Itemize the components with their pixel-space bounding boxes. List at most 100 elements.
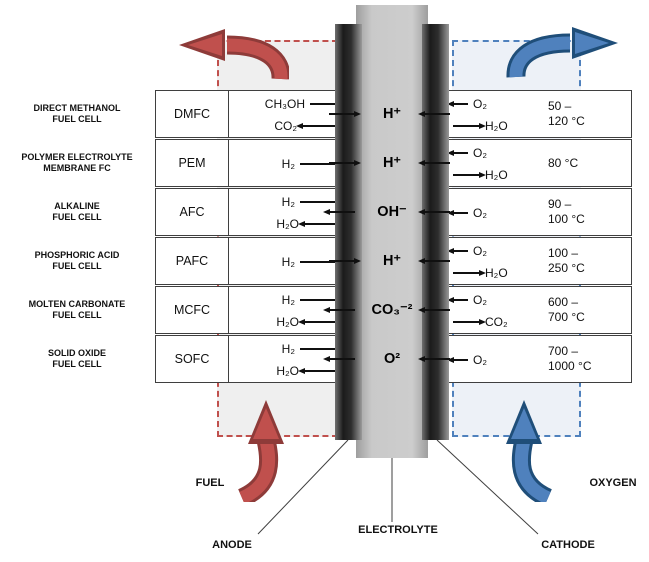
oxygen-inlet-arrow-icon [506,400,553,502]
cell-name-pem: POLYMER ELECTROLYTE MEMBRANE FC [2,139,152,187]
chemical-entry: O₂ [453,292,487,308]
chemical-entry: H₂O [453,167,508,183]
cell-name-line: FUEL CELL [52,114,102,124]
ion-arrow-icon [424,260,450,262]
fuel-inlet-arrow-icon [237,400,284,502]
arrow-into-cathode-icon [453,250,468,252]
chemical-formula: H₂O [276,315,299,329]
oxygen-side-chemicals: O₂ [453,189,563,235]
ion-arrow-icon [424,309,450,311]
chemical-entry: H₂ [282,341,336,357]
arrow-out-of-cathode-icon [453,272,480,274]
arrow-out-of-cathode-icon [453,125,480,127]
chemical-entry: H₂O [276,314,336,330]
cell-name-line: MOLTEN CARBONATE [28,298,126,309]
divider-line [228,336,229,382]
cell-name-dmfc: DIRECT METHANOL FUEL CELL [2,90,152,138]
arrow-into-cathode-icon [453,212,468,214]
cell-name-sofc: SOLID OXIDE FUEL CELL [2,335,152,383]
arrow-into-cathode-icon [453,299,468,301]
temp-line: 50 – [548,99,572,113]
chemical-formula: O₂ [473,244,487,258]
chemical-formula: H₂O [485,266,508,280]
divider-line [228,91,229,137]
cathode-label: CATHODE [541,539,595,551]
arrow-out-of-cathode-icon [453,321,480,323]
arrow-out-of-anode-icon [304,370,336,372]
cell-name-afc: ALKALINE FUEL CELL [2,188,152,236]
temp-line: 100 °C [548,212,585,226]
oxygen-side-chemicals: O₂ CO₂ [453,287,563,333]
chemical-formula: H₂ [281,293,295,307]
arrow-into-anode-icon [310,103,336,105]
cell-name-line: POLYMER ELECTROLYTE [21,151,133,162]
chemical-entry: CO₂ [274,118,336,134]
arrow-into-anode-icon [300,348,336,350]
chemical-entry: H₂O [453,265,508,281]
temp-line: 600 – [548,295,579,309]
divider-line [228,140,229,186]
chemical-formula: O₂ [473,146,487,160]
chemical-entry: O₂ [453,352,487,368]
chemical-entry: H₂ [282,156,336,172]
chemical-formula: H₂O [276,217,299,231]
divider-line [228,238,229,284]
temperature-range: 90 – 100 °C [548,189,630,235]
arrow-into-anode-icon [300,163,336,165]
chemical-entry: H₂ [282,254,336,270]
chemical-entry: O₂ [453,205,487,221]
ion-symbol: H⁺ [382,253,402,269]
cell-name-line: PHOSPHORIC ACID [34,249,120,260]
temperature-range: 50 – 120 °C [548,91,630,137]
abbr-label: AFC [179,205,205,219]
fuel-side-chemicals: H₂ [232,238,336,284]
chemical-formula: O₂ [473,97,487,111]
ion-arrow-icon [329,358,355,360]
chemical-entry: H₂O [276,216,336,232]
temp-line: 90 – [548,197,572,211]
temp-line: 1000 °C [548,359,592,373]
oxygen-exhaust-arrow-icon [506,27,618,78]
ion-arrow-icon [424,113,450,115]
temp-line: 700 °C [548,310,585,324]
chemical-formula: H₂ [281,157,295,171]
cell-name-line: FUEL CELL [52,359,102,369]
temp-line: 250 °C [548,261,585,275]
oxygen-side-chemicals: O₂ [453,336,563,382]
anode-bar [335,24,362,440]
ion-arrow-icon [329,260,355,262]
abbr-label: PEM [178,156,206,170]
divider-line [228,287,229,333]
oxygen-side-chemicals: O₂ H₂O [453,140,563,186]
abbr-label: SOFC [174,352,210,366]
ion-arrow-icon [329,211,355,213]
temp-line: 80 °C [548,155,579,170]
abbr-label: DMFC [173,107,211,121]
ion-symbol: CO₃⁻² [371,302,413,318]
arrow-out-of-anode-icon [302,125,336,127]
cell-name-line: FUEL CELL [52,310,102,320]
abbr-label: MCFC [173,303,211,317]
chemical-entry: O₂ [453,145,487,161]
temperature-range: 600 – 700 °C [548,287,630,333]
chemical-formula: CO₂ [485,315,508,329]
oxygen-label: OXYGEN [589,477,637,489]
chemical-entry: H₂O [276,363,336,379]
chemical-formula: H₂O [485,168,508,182]
ion-arrow-icon [424,162,450,164]
chemical-formula: H₂O [276,364,299,378]
chemical-formula: CO₂ [274,119,297,133]
cell-name-mcfc: MOLTEN CARBONATE FUEL CELL [2,286,152,334]
leader-lines [257,439,539,535]
temperature-range: 100 – 250 °C [548,238,630,284]
chemical-entry: CO₂ [453,314,508,330]
temp-line: 700 – [548,344,579,358]
fuel-side-chemicals: H₂ H₂O [232,336,336,382]
chemical-entry: H₂ [282,194,336,210]
chemical-entry: H₂O [453,118,508,134]
divider-line [228,189,229,235]
chemical-formula: O₂ [473,293,487,307]
fuel-side-chemicals: H₂ H₂O [232,287,336,333]
chemical-formula: H₂ [281,195,295,209]
